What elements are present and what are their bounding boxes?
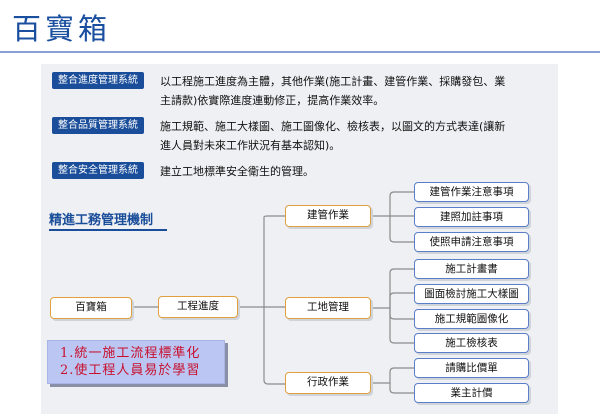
leaf-node-site-2: 施工規範圖像化 — [414, 309, 529, 329]
page-title: 百寶箱 — [12, 12, 112, 46]
leaf-node-site-0: 施工計畫書 — [414, 259, 529, 279]
goal-item: 1.統一施工流程標準化 — [60, 346, 201, 361]
system-badge-safety: 整合安全管理系統 — [52, 162, 144, 179]
branch-node-site: 工地管理 — [285, 297, 371, 319]
connector-admin-child-0 — [371, 367, 414, 384]
connector-admin-child-1 — [389, 383, 414, 394]
title-divider — [0, 51, 600, 53]
leaf-node-admin-0: 請購比價單 — [414, 358, 529, 378]
leaf-node-building-0: 建管作業注意事項 — [414, 182, 529, 202]
tree-root-node: 百寶箱 — [50, 297, 132, 319]
leaf-node-site-3: 施工檢核表 — [414, 333, 529, 353]
system-badge-quality: 整合品質管理系統 — [52, 117, 144, 134]
connector-site-child-1 — [389, 292, 414, 308]
system-description-schedule: 以工程施工進度為主體，其他作業(施工計畫、建管作業、採購發包、業 主請款)依實際… — [160, 75, 506, 107]
tree-level1-node: 工程進度 — [158, 296, 238, 318]
leaf-node-building-1: 建照加註事項 — [414, 207, 529, 227]
connector-site-child-0 — [371, 268, 414, 309]
connector-site-child-2 — [389, 308, 414, 320]
goals-note: 1.統一施工流程標準化 2.使工程人員易於學習 — [47, 340, 225, 384]
system-description-quality: 施工規範、施工大樣圖、施工圖像化、檢核表，以圖文的方式表達(讓新 進人員對未來工… — [160, 120, 506, 152]
leaf-node-building-2: 使照申請注意事項 — [414, 232, 529, 252]
connector-site-child-3 — [389, 308, 414, 344]
branch-node-building: 建管作業 — [285, 205, 371, 227]
section-title: 精進工務管理機制 — [49, 213, 154, 228]
connector-building-child-2 — [389, 216, 414, 243]
system-badge-schedule: 整合進度管理系統 — [52, 72, 144, 89]
branch-node-admin: 行政作業 — [285, 372, 371, 394]
connector-building-child-0 — [371, 191, 414, 217]
system-description-safety: 建立工地標準安全衛生的管理。 — [160, 165, 314, 178]
leaf-node-admin-1: 業主計價 — [414, 383, 529, 403]
connector-level1-building — [238, 215, 285, 308]
section-title-underline — [49, 229, 167, 231]
goal-item: 2.使工程人員易於學習 — [60, 363, 201, 378]
connector-level1-admin — [263, 307, 285, 385]
leaf-node-site-1: 圖面檢討施工大樣圖 — [414, 284, 529, 304]
